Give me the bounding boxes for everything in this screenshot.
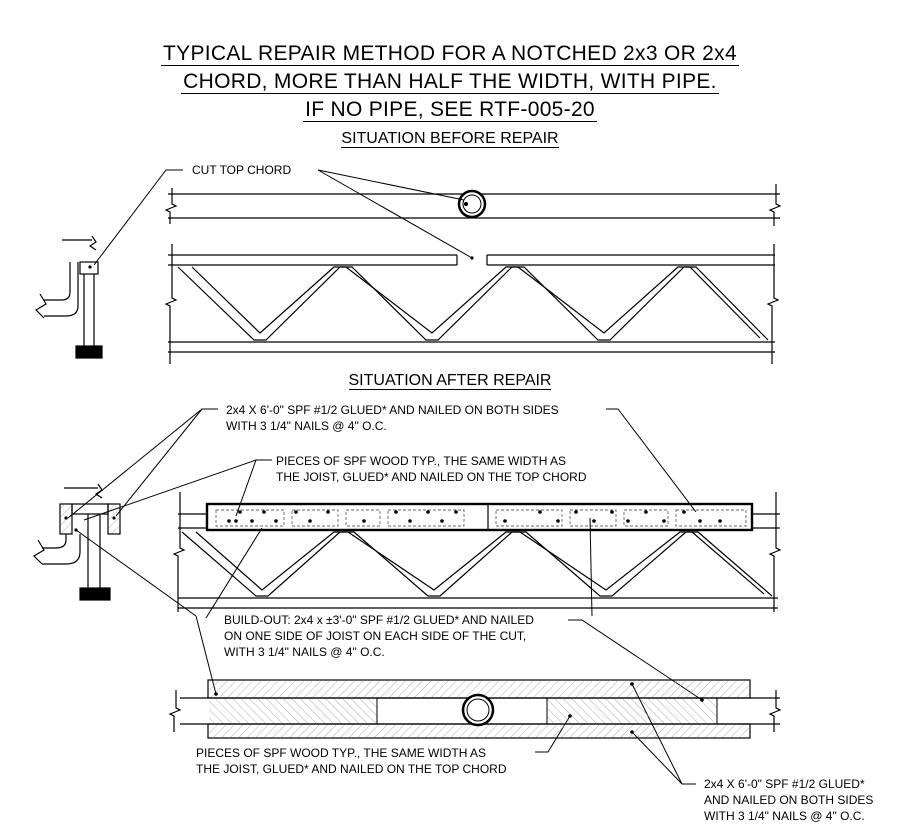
after-leaders: [67, 408, 703, 785]
title-line-1: TYPICAL REPAIR METHOD FOR A NOTCHED 2x3 …: [0, 42, 900, 66]
title-line-1-text: TYPICAL REPAIR METHOD FOR A NOTCHED 2x3 …: [161, 42, 739, 66]
label-side-boards-line1: 2x4 X 6'-0" SPF #1/2 GLUED* AND NAILED O…: [226, 403, 559, 417]
title-line-3: IF NO PIPE, SEE RTF-005-20: [0, 98, 900, 122]
after-truss: [172, 492, 782, 612]
label-pieces-top-line2: THE JOIST, GLUED* AND NAILED ON THE TOP …: [276, 470, 587, 484]
label-buildout: BUILD-OUT: 2x4 x ±3'-0" SPF #1/2 GLUED* …: [224, 612, 534, 660]
before-truss: [164, 244, 780, 364]
label-pieces-top-line1: PIECES OF SPF WOOD TYP., THE SAME WIDTH …: [276, 454, 567, 468]
before-leaders: [93, 169, 473, 266]
before-heading: SITUATION BEFORE REPAIR: [0, 130, 900, 148]
before-heading-text: SITUATION BEFORE REPAIR: [341, 130, 559, 148]
label-side-boards-bottom-line1: 2x4 X 6'-0" SPF #1/2 GLUED*: [704, 777, 865, 791]
after-section: [33, 483, 121, 601]
after-heading-text: SITUATION AFTER REPAIR: [348, 372, 552, 390]
label-side-boards-bottom-line3: WITH 3 1/4" NAILS @ 4" O.C.: [704, 809, 865, 823]
label-side-boards-bottom-line2: AND NAILED ON BOTH SIDES: [704, 793, 874, 807]
title-line-2-text: CHORD, MORE THAN HALF THE WIDTH, WITH PI…: [181, 70, 719, 94]
label-buildout-line1: BUILD-OUT: 2x4 x ±3'-0" SPF #1/2 GLUED* …: [224, 613, 534, 627]
label-cut-top-chord: CUT TOP CHORD: [192, 163, 292, 177]
label-side-boards-line2: WITH 3 1/4" NAILS @ 4" O.C.: [226, 419, 387, 433]
label-side-boards: 2x4 X 6'-0" SPF #1/2 GLUED* AND NAILED O…: [226, 402, 559, 434]
label-pieces-top: PIECES OF SPF WOOD TYP., THE SAME WIDTH …: [276, 453, 587, 485]
after-heading: SITUATION AFTER REPAIR: [0, 372, 900, 390]
before-section: [35, 235, 103, 359]
title-line-2: CHORD, MORE THAN HALF THE WIDTH, WITH PI…: [0, 70, 900, 94]
label-pieces-bottom: PIECES OF SPF WOOD TYP., THE SAME WIDTH …: [196, 745, 507, 777]
after-nails: [227, 510, 722, 523]
label-buildout-line3: WITH 3 1/4" NAILS @ 4" O.C.: [224, 645, 385, 659]
label-side-boards-bottom: 2x4 X 6'-0" SPF #1/2 GLUED* AND NAILED O…: [704, 776, 873, 824]
after-pieces-dashed: [215, 509, 747, 527]
title-line-3-text: IF NO PIPE, SEE RTF-005-20: [303, 98, 597, 122]
label-pieces-bottom-line2: THE JOIST, GLUED* AND NAILED ON THE TOP …: [196, 762, 507, 776]
label-buildout-line2: ON ONE SIDE OF JOIST ON EACH SIDE OF THE…: [224, 629, 527, 643]
label-pieces-bottom-line1: PIECES OF SPF WOOD TYP., THE SAME WIDTH …: [196, 746, 487, 760]
